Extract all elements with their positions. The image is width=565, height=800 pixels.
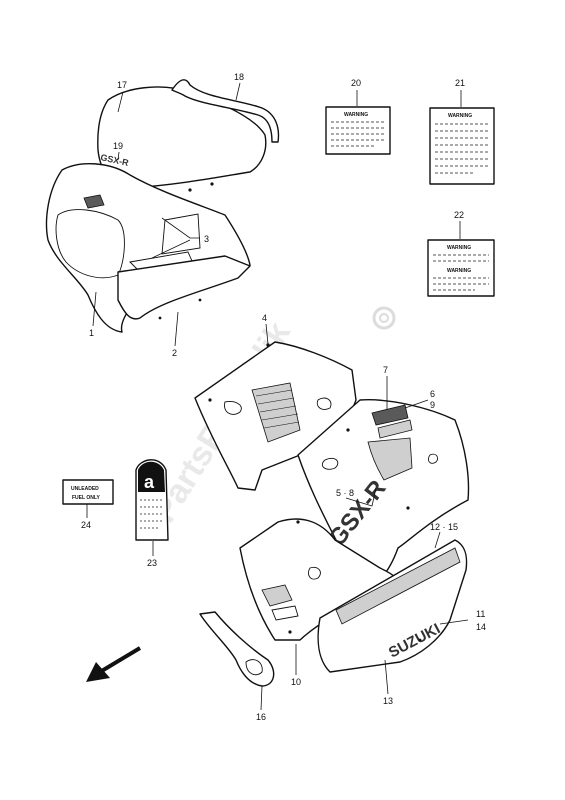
- callout-4: 4: [262, 313, 267, 323]
- svg-text:UNLEADED: UNLEADED: [71, 486, 99, 492]
- svg-text:FUEL ONLY: FUEL ONLY: [72, 495, 100, 501]
- svg-text:a: a: [144, 472, 155, 492]
- callout-13: 13: [383, 696, 393, 706]
- callout-17: 17: [117, 80, 127, 90]
- windscreen-molding: [171, 79, 280, 143]
- warning-label-22: WARNING WARNING: [427, 239, 495, 297]
- callout-22: 22: [454, 210, 464, 220]
- vent-mesh: [251, 382, 301, 443]
- callout-numbers: 17 18 19 3 1 2 20 21 22 4 7 6 9 5 · 8 12…: [81, 72, 486, 722]
- callout-5-8: 5 · 8: [336, 488, 354, 498]
- svg-text:WARNING: WARNING: [344, 112, 368, 118]
- callout-2: 2: [172, 348, 177, 358]
- front-direction-arrow-icon: [86, 646, 142, 682]
- stripe-decal: [371, 404, 409, 426]
- cowl-bracket: [199, 611, 275, 687]
- bracket-part: [199, 611, 275, 687]
- under-cowl: [117, 255, 251, 320]
- callout-14: 14: [476, 622, 486, 632]
- warning-label-21: WARNING: [429, 107, 495, 185]
- warning-label-20: WARNING: [325, 106, 391, 155]
- callout-1: 1: [89, 328, 94, 338]
- callout-12-15: 12 · 15: [430, 522, 458, 532]
- callout-18: 18: [234, 72, 244, 82]
- callout-21: 21: [455, 78, 465, 88]
- info-tag-23: a: [135, 459, 169, 541]
- side-cowling-inner: [194, 341, 357, 491]
- callout-23: 23: [147, 558, 157, 568]
- callout-6: 6: [430, 389, 435, 399]
- gear-watermark-icon: [372, 306, 396, 330]
- fuel-label-24: UNLEADED FUEL ONLY: [62, 479, 114, 505]
- upper-fairing-assembly: GSX-R: [45, 79, 280, 333]
- callout-16: 16: [256, 712, 266, 722]
- callout-3: 3: [204, 234, 209, 244]
- callout-7: 7: [383, 365, 388, 375]
- callout-20: 20: [351, 78, 361, 88]
- svg-text:WARNING: WARNING: [447, 245, 471, 251]
- leader-lines: [86, 82, 469, 711]
- under-cowl-stripe: [335, 547, 461, 625]
- side-cowling-panel: [297, 399, 470, 591]
- side-cowl-window: [367, 437, 413, 481]
- callout-24: 24: [81, 520, 91, 530]
- svg-text:WARNING: WARNING: [448, 113, 472, 119]
- callout-9: 9: [430, 400, 435, 410]
- under-cowl-side: SUZUKI: [317, 539, 468, 673]
- callout-10: 10: [291, 677, 301, 687]
- callout-11: 11: [476, 609, 485, 619]
- svg-text:WARNING: WARNING: [447, 268, 471, 274]
- callout-19: 19: [113, 141, 123, 151]
